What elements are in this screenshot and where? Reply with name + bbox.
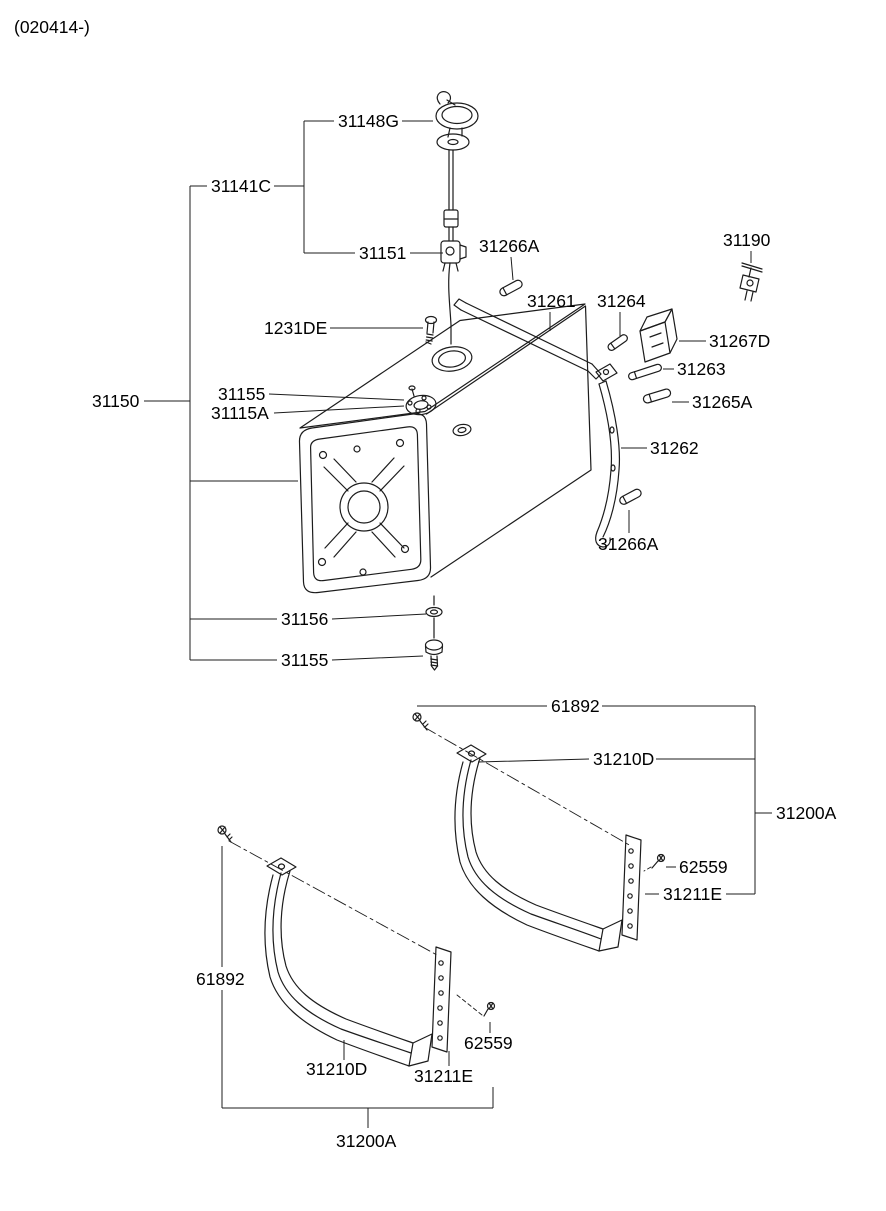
part-label-1231de: 1231DE bbox=[264, 318, 327, 338]
fuel-filler-cap-drawing bbox=[435, 91, 479, 151]
part-label-31264: 31264 bbox=[597, 291, 646, 311]
filler-neck-drawing bbox=[431, 346, 473, 372]
part-label-31210d-left: 31210D bbox=[306, 1059, 367, 1079]
part-label-31200a-left: 31200A bbox=[336, 1131, 397, 1151]
bracket-31267d-drawing bbox=[639, 308, 678, 363]
mount-assembly-right-drawing bbox=[412, 712, 666, 952]
part-label-31211e-left: 31211E bbox=[414, 1066, 473, 1086]
bolt-1231de-drawing bbox=[424, 315, 438, 345]
part-label-31263: 31263 bbox=[677, 359, 726, 379]
part-label-31210d-right: 31210D bbox=[593, 749, 654, 769]
part-label-31267d: 31267D bbox=[709, 331, 770, 351]
pipe-31266a-lower-drawing bbox=[619, 488, 642, 505]
part-label-31266a-upper: 31266A bbox=[479, 236, 540, 256]
fuel-tank-drawing bbox=[298, 303, 592, 639]
washer-31156-drawing bbox=[425, 606, 443, 618]
part-label-31211e-right: 31211E bbox=[663, 884, 722, 904]
leader-31115a bbox=[273, 405, 405, 414]
revision-code: (020414-) bbox=[14, 17, 90, 37]
part-label-31266a-lower: 31266A bbox=[598, 534, 659, 554]
part-label-31141c: 31141C bbox=[211, 176, 271, 196]
rod-31263-drawing bbox=[628, 363, 662, 381]
part-label-31150: 31150 bbox=[92, 391, 140, 411]
part-label-31148g: 31148G bbox=[338, 111, 399, 131]
leader-31155-upper bbox=[268, 393, 405, 401]
bolt-31155-drawing bbox=[424, 639, 444, 671]
leader-lines bbox=[144, 120, 772, 1128]
part-label-31200a-right: 31200A bbox=[776, 803, 837, 823]
part-label-31261: 31261 bbox=[527, 291, 576, 311]
strap-hook-plate-drawing bbox=[595, 363, 618, 382]
leader-31266a-upper bbox=[510, 256, 514, 281]
valve-31190-drawing bbox=[739, 262, 763, 302]
part-label-31262: 31262 bbox=[650, 438, 699, 458]
leader-31210d-right bbox=[477, 758, 755, 763]
pipe-31265a-drawing bbox=[642, 388, 672, 404]
pump-mount-drawing bbox=[405, 385, 437, 416]
part-label-31265a: 31265A bbox=[692, 392, 753, 412]
vent-fitting-drawing bbox=[452, 423, 472, 437]
mount-assembly-left-drawing bbox=[217, 825, 496, 1067]
pipe-31266a-upper-drawing bbox=[499, 279, 523, 297]
bracket-31200a-left bbox=[222, 1087, 494, 1128]
pin-31264-drawing bbox=[607, 334, 628, 351]
part-label-62559-left: 62559 bbox=[464, 1033, 513, 1053]
part-label-31115a: 31115A bbox=[211, 403, 269, 423]
part-label-31190: 31190 bbox=[723, 230, 771, 250]
part-label-31156: 31156 bbox=[281, 609, 328, 629]
part-label-31151: 31151 bbox=[359, 243, 406, 263]
fuel-sender-drawing bbox=[440, 149, 467, 345]
part-label-31155-lower: 31155 bbox=[281, 650, 328, 670]
leader-31156 bbox=[190, 613, 427, 620]
part-label-61892-right: 61892 bbox=[551, 696, 600, 716]
part-label-62559-right: 62559 bbox=[679, 857, 728, 877]
part-label-61892-left: 61892 bbox=[196, 969, 245, 989]
part-label-31155-upper: 31155 bbox=[218, 384, 265, 404]
part-labels: (020414-) 31148G 31141C 31151 31266A 311… bbox=[14, 17, 837, 1151]
leader-31155-lower bbox=[190, 655, 424, 661]
strap-31262-drawing bbox=[595, 380, 620, 548]
strap-31261-drawing bbox=[453, 298, 602, 380]
